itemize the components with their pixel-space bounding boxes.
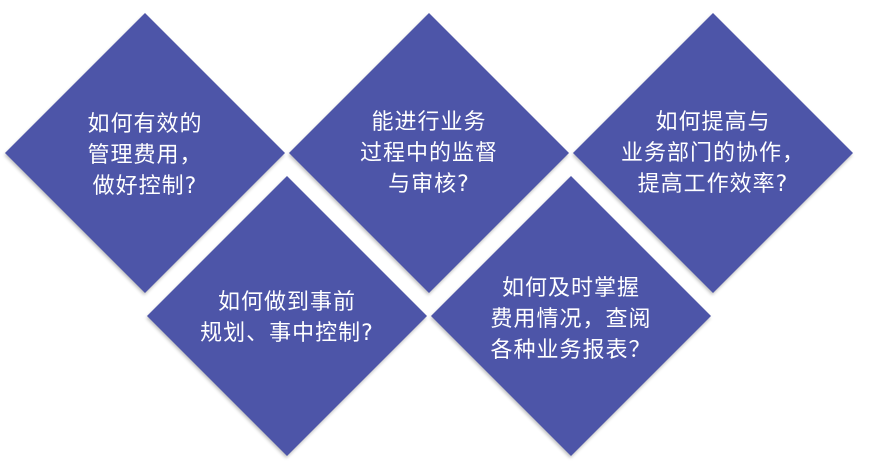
diamond-text-line: 费用情况，查阅 (490, 306, 652, 332)
diamond-text-line: 与审核? (388, 171, 470, 197)
diamond-text: 能进行业务 过程中的监督 与审核? (289, 13, 569, 293)
diamond-text-line: 提高工作效率? (637, 171, 789, 197)
diamond-text-line: 管理费用， (87, 142, 203, 168)
diamond-cost-control: 如何有效的 管理费用， 做好控制? (4, 12, 286, 294)
diamond-expense-reports: 如何及时掌握 费用情况，查阅 各种业务报表？ (430, 175, 712, 457)
diamond-text: 如何做到事前 规划、事中控制? (147, 176, 427, 456)
diamond-text: 如何及时掌握 费用情况，查阅 各种业务报表？ (431, 176, 711, 456)
diamond-collaboration-efficiency: 如何提高与 业务部门的协作， 提高工作效率? (572, 12, 854, 294)
diamond-text-line: 如何有效的 (87, 111, 203, 137)
diamond-text-line: 如何及时掌握 (501, 275, 640, 301)
diamond-text-line: 业务部门的协作， (620, 140, 805, 166)
diamond-text: 如何有效的 管理费用， 做好控制? (5, 13, 285, 293)
diamond-text-line: 能进行业务 (371, 109, 487, 135)
diamond-text-line: 过程中的监督 (359, 140, 498, 166)
diamond-text-line: 如何提高与 (655, 109, 771, 135)
diamond-planning-control: 如何做到事前 规划、事中控制? (146, 175, 428, 457)
diamond-text-line: 做好控制? (92, 173, 198, 199)
diamond-text-line: 如何做到事前 (217, 290, 356, 315)
diamond-process-supervision: 能进行业务 过程中的监督 与审核? (288, 12, 570, 294)
diamond-text-line: 各种业务报表？ (490, 337, 652, 363)
diamond-text: 如何提高与 业务部门的协作， 提高工作效率? (573, 13, 853, 293)
diamond-text-line: 规划、事中控制? (200, 321, 374, 346)
